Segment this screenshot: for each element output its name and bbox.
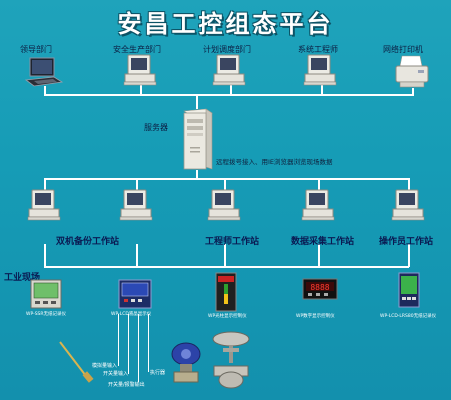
server-down-line [196,170,198,179]
pressure-transmitter-icon [166,340,206,386]
io-label-switch-input: 开关量输入 [103,371,129,377]
station-label-dual-backup: 双机备份工作站 [56,237,120,247]
node-label-safety-production: 安全生产部门 [113,45,161,54]
io-label-actuator: 执行器 [150,370,166,376]
station-label-data-acquisition: 数据采集工作站 [291,237,355,247]
field-bus-line [44,266,409,268]
page-title: 安昌工控组态平台 [117,9,334,38]
desktop-computer-icon [206,189,244,221]
paperless-recorder-icon [30,279,62,309]
server-tower-icon [180,107,214,173]
top-drop-line-5 [412,88,414,95]
station-label-engineer: 工程师工作站 [205,237,260,247]
instrument-label-bar-graph: WP光柱显示控制仪 [208,314,247,319]
station-drop-line-1 [44,178,46,190]
io-label-analog-input: 模拟量输入 [92,363,118,369]
instrument-label-digital-controller: WP数字显示控制仪 [296,314,335,319]
station-drop-line-3 [224,178,226,190]
io-line-1 [118,314,119,366]
desktop-computer-icon [300,189,338,221]
top-bus-line [44,94,414,96]
top-drop-line-3 [230,84,232,95]
station-drop-line-2 [136,178,138,190]
digital-controller-icon: 8888 [302,278,338,300]
field-up-line-4 [318,244,320,267]
instrument-label-ssr-recorder: WP-SSR无纸记录仪 [26,312,67,317]
desktop-computer-icon [390,189,428,221]
field-up-line-2 [136,244,138,267]
node-label-network-printer: 网络打印机 [383,45,423,54]
printer-icon [392,54,432,90]
desktop-computer-icon [118,189,156,221]
lcd-recorder-icon [398,272,420,308]
desktop-computer-icon [122,54,160,86]
desktop-computer-icon [302,54,340,86]
top-drop-line-1 [44,86,46,95]
server-up-line [196,95,198,109]
node-label-system-engineer: 系统工程师 [298,45,338,54]
top-drop-line-4 [321,84,323,95]
node-label-planning-dispatch: 计划调度部门 [203,45,251,54]
desktop-computer-icon [211,54,249,86]
station-bus-line [44,178,409,180]
server-note: 远程拨号接入、用IE浏览器浏览现场数据 [216,158,333,166]
station-label-operator: 操作员工作站 [379,237,434,247]
laptop-icon [24,56,64,90]
field-up-line-1 [44,244,46,267]
station-drop-line-4 [318,178,320,190]
io-line-3 [138,314,139,382]
bar-graph-controller-icon [215,272,237,312]
top-drop-line-2 [140,84,142,95]
server-label: 服务器 [144,123,168,132]
io-line-4 [148,314,149,372]
svg-text:8888: 8888 [310,283,329,292]
field-up-line-5 [408,244,410,267]
instrument-label-lcd-display: WP-LCD液晶显示仪 [111,312,152,317]
temperature-sensor-icon [56,338,96,388]
desktop-computer-icon [26,189,64,221]
node-label-leadership: 领导部门 [20,45,52,54]
control-valve-icon [210,330,252,394]
io-label-switch-alarm-output: 开关量/报警输出 [108,382,145,388]
field-label: 工业现场 [4,273,41,283]
field-up-line-3 [224,244,226,267]
lcd-display-meter-icon [118,279,152,309]
io-line-2 [128,314,129,374]
instrument-label-lrs80-recorder: WP-LCD-LRS80无纸记录仪 [380,314,437,319]
station-drop-line-5 [408,178,410,190]
